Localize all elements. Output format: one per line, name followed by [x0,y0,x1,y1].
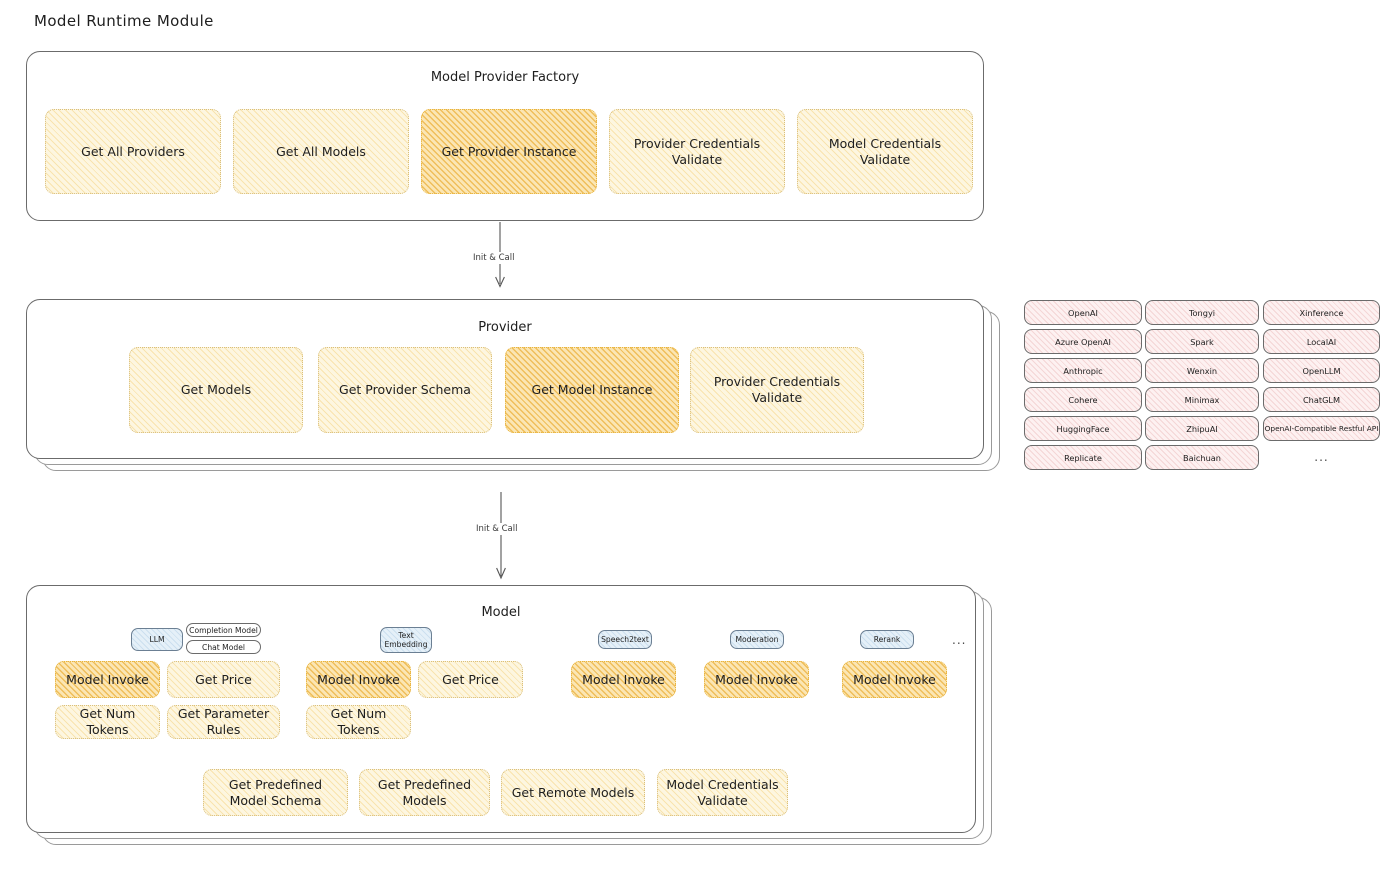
model-common-model-credentials-validate[interactable]: Model Credentials Validate [657,769,788,816]
provider-tag-azure-openai[interactable]: Azure OpenAI [1024,329,1142,354]
provider-tag-openai-compatible-restful-api[interactable]: OpenAI-Compatible Restful API [1263,416,1380,441]
factory-box-provider-credentials-validate[interactable]: Provider Credentials Validate [609,109,785,194]
provider-tag-openllm[interactable]: OpenLLM [1263,358,1380,383]
provider-tag-zhipuai[interactable]: ZhipuAI [1145,416,1259,441]
llm-method-get-parameter-rules[interactable]: Get Parameter Rules [167,705,280,739]
arrow-provider-to-model [496,492,506,580]
provider-tag-openai[interactable]: OpenAI [1024,300,1142,325]
factory-box-model-credentials-validate[interactable]: Model Credentials Validate [797,109,973,194]
model-subtag-completion-model[interactable]: Completion Model [186,623,261,637]
model-type-tag-rerank[interactable]: Rerank [860,630,914,649]
text-embedding-method-get-price[interactable]: Get Price [418,661,523,698]
speech2text-method-model-invoke[interactable]: Model Invoke [571,661,676,698]
llm-method-model-invoke[interactable]: Model Invoke [55,661,160,698]
model-title: Model [481,605,521,620]
factory-box-get-all-providers[interactable]: Get All Providers [45,109,221,194]
model-subtag-chat-model[interactable]: Chat Model [186,640,261,654]
provider-box-get-models[interactable]: Get Models [129,347,303,433]
provider-title: Provider [478,320,532,335]
provider-tag-tongyi[interactable]: Tongyi [1145,300,1259,325]
provider-tag-xinference[interactable]: Xinference [1263,300,1380,325]
provider-tag-cohere[interactable]: Cohere [1024,387,1142,412]
model-type-tag-speech2text[interactable]: Speech2text [598,630,652,649]
provider-tag-localai[interactable]: LocalAI [1263,329,1380,354]
model-type-tag-moderation[interactable]: Moderation [730,630,784,649]
model-type-tag-llm[interactable]: LLM [131,628,183,651]
provider-tag-huggingface[interactable]: HuggingFace [1024,416,1142,441]
model-panel: Model LLM Completion Model Chat Model Mo… [26,585,976,833]
model-types-more: ... [952,633,967,647]
llm-method-get-price[interactable]: Get Price [167,661,280,698]
factory-box-get-all-models[interactable]: Get All Models [233,109,409,194]
provider-tag-spark[interactable]: Spark [1145,329,1259,354]
model-common-get-predefined-model-schema[interactable]: Get Predefined Model Schema [203,769,348,816]
factory-title: Model Provider Factory [430,70,580,85]
provider-tag-anthropic[interactable]: Anthropic [1024,358,1142,383]
provider-list-more: ... [1314,450,1329,464]
provider-box-get-provider-schema[interactable]: Get Provider Schema [318,347,492,433]
text-embedding-method-model-invoke[interactable]: Model Invoke [306,661,411,698]
arrow-label-init-and-call-1: Init & Call [470,252,518,264]
provider-box-get-model-instance[interactable]: Get Model Instance [505,347,679,433]
factory-box-get-provider-instance[interactable]: Get Provider Instance [421,109,597,194]
moderation-method-model-invoke[interactable]: Model Invoke [704,661,809,698]
provider-tag-replicate[interactable]: Replicate [1024,445,1142,470]
arrow-label-init-and-call-2: Init & Call [473,523,521,535]
rerank-method-model-invoke[interactable]: Model Invoke [842,661,947,698]
provider-panel: Provider Get Models Get Provider Schema … [26,299,984,459]
model-provider-factory-panel: Model Provider Factory Get All Providers… [26,51,984,221]
llm-method-get-num-tokens[interactable]: Get Num Tokens [55,705,160,739]
provider-tag-baichuan[interactable]: Baichuan [1145,445,1259,470]
model-common-get-remote-models[interactable]: Get Remote Models [501,769,645,816]
text-embedding-method-get-num-tokens[interactable]: Get Num Tokens [306,705,411,739]
provider-list: OpenAI Azure OpenAI Anthropic Cohere Hug… [1024,300,1380,475]
model-type-tag-text-embedding[interactable]: Text Embedding [380,627,432,653]
page-title: Model Runtime Module [34,12,214,30]
model-common-get-predefined-models[interactable]: Get Predefined Models [359,769,490,816]
provider-tag-wenxin[interactable]: Wenxin [1145,358,1259,383]
provider-tag-chatglm[interactable]: ChatGLM [1263,387,1380,412]
provider-tag-minimax[interactable]: Minimax [1145,387,1259,412]
provider-box-provider-credentials-validate[interactable]: Provider Credentials Validate [690,347,864,433]
